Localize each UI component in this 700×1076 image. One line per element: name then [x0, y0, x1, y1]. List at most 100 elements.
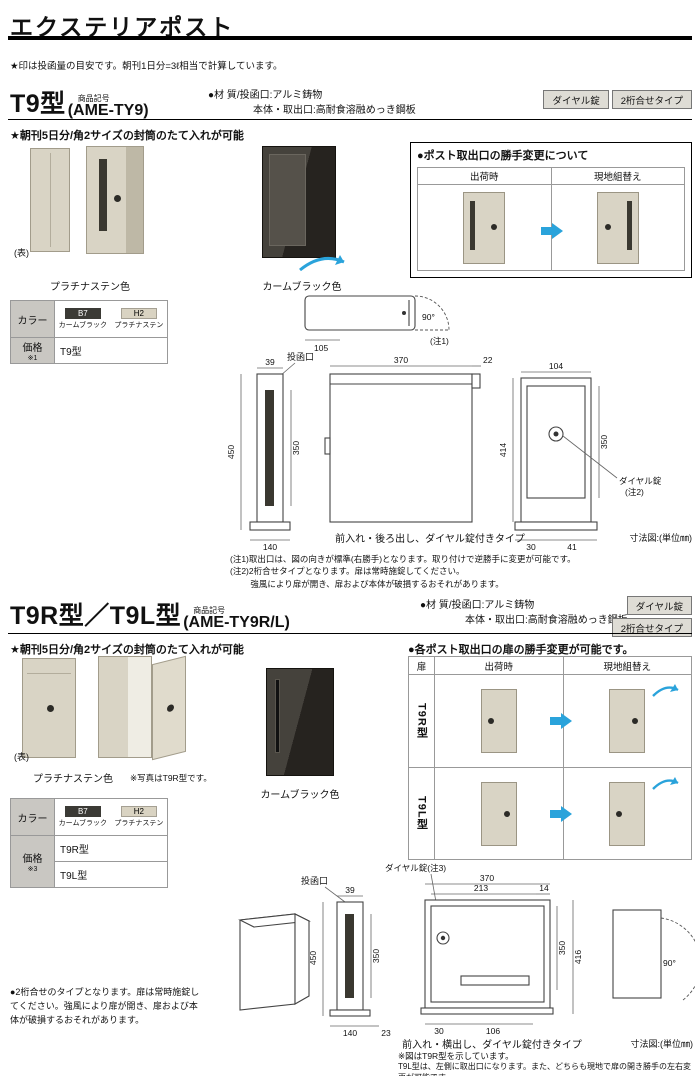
t9rl-photo-black: [266, 668, 334, 776]
model-cell-t9l: T9L型: [55, 861, 167, 887]
post-slot: [470, 200, 476, 250]
t9rl-badges: ダイヤル錠 2桁合せタイプ: [611, 596, 692, 637]
t9rl-caption-platinum: プラチナステン色: [33, 774, 113, 785]
t9-slot-view: 投函口 39 450 350 140: [226, 351, 314, 552]
dim-30: 30: [526, 542, 536, 552]
t9-badge-dial-lock: ダイヤル錠: [543, 90, 609, 109]
post-side-shade: [126, 147, 143, 253]
rotate-arrow-icon: [652, 684, 679, 697]
t9-handing-change-box: ●ポスト取出口の勝手変更について 出荷時 現地組替え: [410, 142, 692, 278]
color-name-h2: プラチナステン: [114, 820, 164, 827]
dim-140: 140: [263, 542, 277, 552]
t9-photo-platinum-front: [30, 148, 70, 252]
post-dial: [491, 223, 498, 230]
t9-photo-platinum-angle: [86, 146, 144, 254]
handing-table-header: 扉 出荷時 現地組替え: [409, 657, 691, 675]
t9-material-line1: ●材 質/投函口:アルミ鋳物: [208, 90, 323, 101]
slot-label: 投函口: [287, 351, 314, 362]
t9-top-view: 90° (注1) 105: [304, 295, 450, 353]
color-option-h2: H2 プラチナステン: [114, 308, 163, 330]
t9rl-bottom-note: ●2桁合せのタイプとなります。扉は常時施錠してください。強風により扉が開き、扉お…: [10, 987, 200, 1025]
post-slot: [626, 200, 632, 250]
dim-104: 104: [549, 361, 563, 371]
post-seam: [50, 153, 51, 247]
post-dial: [47, 705, 54, 712]
t9-badges: ダイヤル錠 2桁合せタイプ: [543, 90, 692, 109]
color-name-b7: カームブラック: [58, 820, 108, 827]
t9-material: ●材 質/投函口:アルミ鋳物 本体・取出口:高耐食溶融めっき鋼板: [208, 88, 416, 118]
t9-notes: (注1)取出口は、図の向きが標準(右勝手)となります。取り付けで逆勝手に変更が可…: [230, 553, 692, 590]
t9l-shipping-cell: [435, 768, 563, 859]
post-thumbnail: [463, 191, 506, 264]
t9rl-photo-open-door: [152, 655, 186, 761]
t9rl-photo-platinum-front: [22, 658, 76, 758]
post-dial: [503, 810, 510, 817]
post-thumbnail: [609, 689, 646, 753]
t9l-row-label-cell: T9L型: [409, 768, 435, 859]
dim-414: 414: [498, 443, 508, 457]
change-arrow-icon: [550, 713, 572, 729]
t9rl-badge-two-digit: 2桁合せタイプ: [611, 618, 692, 637]
note1-ref: (注1): [430, 336, 449, 346]
t9rl-slot-view: 39 450 350 140 23: [308, 885, 391, 1038]
dim-370: 370: [480, 873, 494, 883]
slot-label: 投函口: [301, 875, 328, 886]
shipping-header: 出荷時: [484, 661, 513, 673]
dim-370: 370: [394, 355, 408, 365]
dim-14: 14: [539, 883, 549, 893]
t9-back-view: 104 414 350 30 41 ダイヤル錠 (注2): [498, 361, 662, 552]
post-dial: [632, 718, 639, 724]
color-options-cell: B7 カームブラック H2 プラチナステン: [55, 301, 167, 337]
model-cells: T9R型 T9L型: [55, 836, 167, 887]
t9-color-price-table: カラー B7 カームブラック H2 プラチナステン 価格 ※1 T9型: [10, 300, 168, 364]
t9-note-3: 強風により扉が開き、扉および本体が破損するおそれがあります。: [250, 578, 504, 589]
post-thumbnail: [480, 781, 517, 846]
color-header-cell: カラー: [11, 799, 55, 835]
t9rl-caption-black: カームブラック色: [260, 790, 340, 801]
t9rl-header: T9R型／T9L型 商品記号 (AME-TY9R/L): [10, 596, 290, 632]
dial-lock-label: ダイヤル錠(注3): [385, 863, 446, 873]
t9rl-note-l-type: T9L型は、左側に取出口になります。また、どちらも現地で扉の開き勝手の左右変更が…: [398, 1062, 691, 1076]
post-dial: [114, 195, 121, 202]
t9-feature: ★朝刊5日分/角2サイズの封筒のたて入れが可能: [10, 130, 244, 142]
onsite-image-cell: [552, 185, 685, 270]
price-label: 価格: [22, 343, 43, 354]
change-arrow-icon: [541, 223, 563, 239]
color-chip-b7: B7: [64, 806, 101, 817]
color-chip-h2: H2: [120, 806, 157, 817]
t9rl-unit-note: 寸法図:(単位㎜): [630, 1039, 694, 1049]
t9rl-front-view: 370 213 14 350 416 30 106: [420, 873, 583, 1036]
color-chip-b7: B7: [64, 308, 101, 319]
onsite-header: 現地組替え: [562, 657, 692, 674]
dim-30: 30: [434, 1026, 444, 1036]
post-dial: [487, 718, 494, 724]
t9rl-model-name: T9R型／T9L型: [10, 602, 182, 630]
t9rl-feature: ★朝刊5日分/角2サイズの封筒のたて入れが可能: [10, 644, 244, 656]
onsite-header: 現地組替え: [551, 168, 684, 185]
t9l-row-label: T9L型: [415, 796, 428, 831]
t9-handing-title: ●ポスト取出口の勝手変更について: [417, 150, 589, 162]
color-option-h2: H2 プラチナステン: [114, 806, 163, 828]
dim-41: 41: [567, 542, 577, 552]
price-header-cell: 価格 ※3: [11, 836, 55, 887]
t9r-row-label-cell: T9R型: [409, 675, 435, 767]
t9rl-drawing-caption: 前入れ・横出し、ダイヤル錠付きタイプ: [402, 1040, 582, 1051]
rotate-arrow-icon: [299, 255, 345, 272]
t9rl-code: (AME-TY9R/L): [183, 614, 290, 631]
t9-unit-note: 寸法図:(単位㎜): [629, 533, 693, 543]
color-header-label: カラー: [17, 813, 48, 825]
t9l-row: T9L型: [409, 767, 691, 859]
t9rl-product-code: 商品記号 (AME-TY9R/L): [181, 606, 290, 632]
dim-106: 106: [486, 1026, 500, 1036]
t9rl-dimension-drawing: ダイヤル錠(注3) 投函口 39 450 350 140 23: [238, 863, 695, 1038]
shipping-image-cell: [418, 185, 551, 270]
black-post-open-lid: [268, 153, 307, 246]
dim-39: 39: [265, 357, 275, 367]
post-slot: [99, 159, 107, 231]
dim-angle: 90°: [663, 958, 676, 968]
price-header-cell: 価格 ※1: [11, 338, 55, 363]
t9rl-material: ●材 質/投函口:アルミ鋳物 本体・取出口:高耐食溶融めっき鋼板: [420, 598, 628, 628]
dim-23: 23: [381, 1028, 391, 1038]
top-note: ★印は投函量の目安です。朝刊1日分=3ℓ相当で計算しています。: [10, 61, 283, 72]
dim-angle: 90°: [422, 312, 435, 322]
